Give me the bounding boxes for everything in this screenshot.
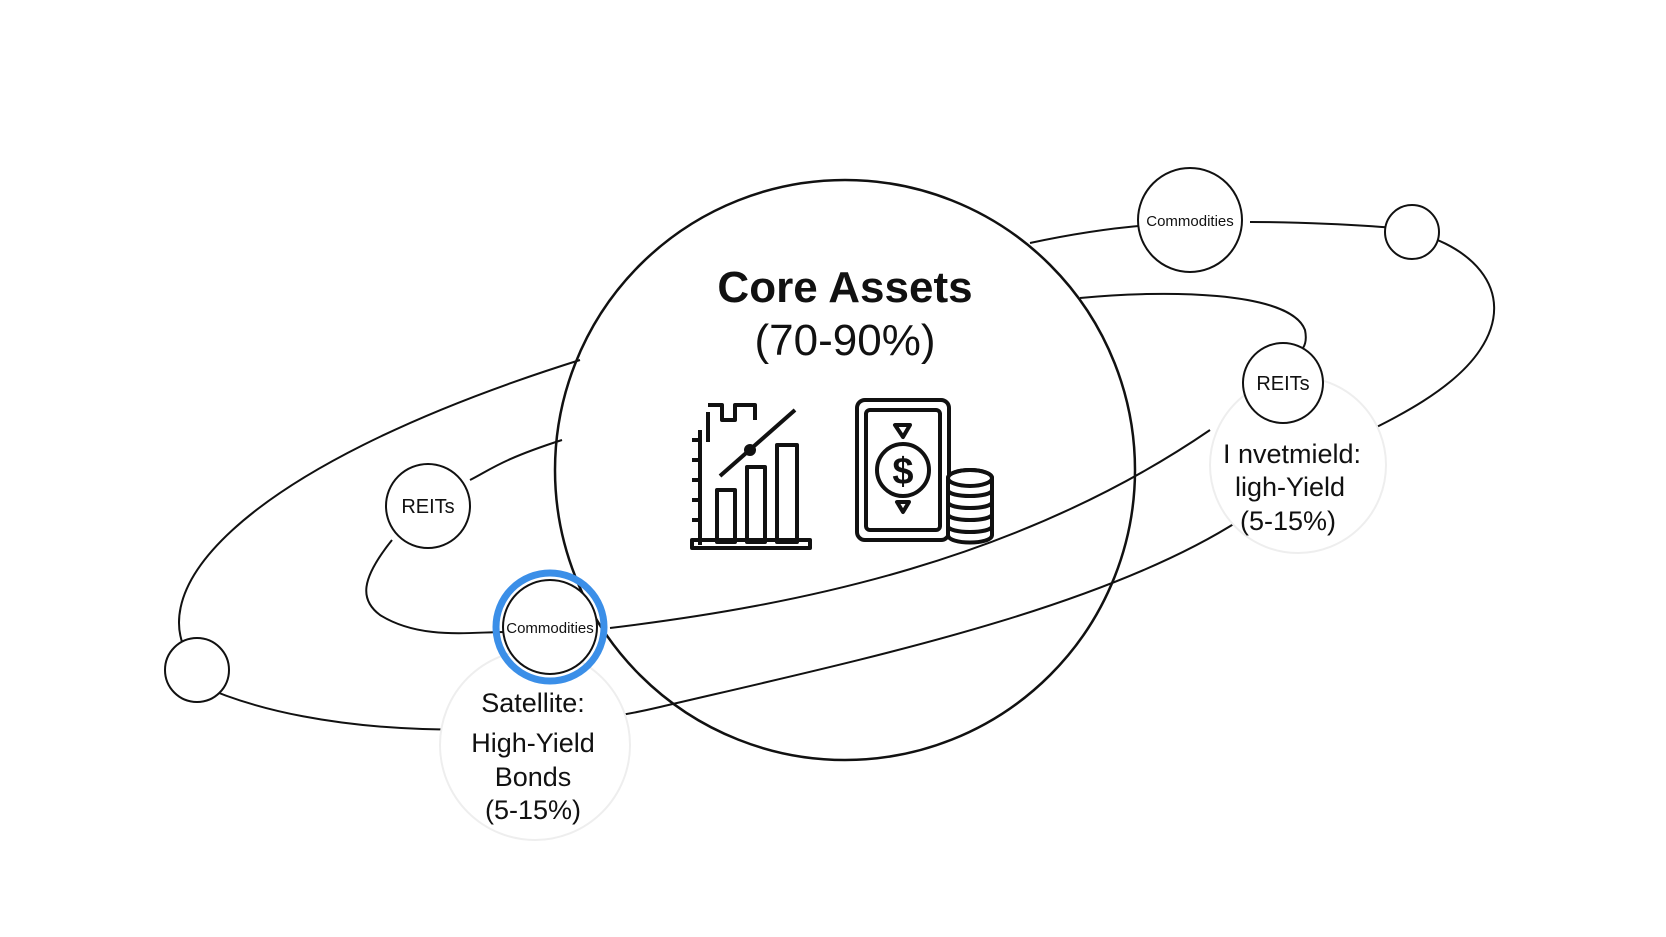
svg-text:$: $: [892, 451, 913, 493]
satellite-left-line3: Bonds: [495, 762, 572, 792]
orbit-inner-right: [1079, 292, 1307, 349]
coin-stack: [946, 468, 994, 545]
orbit-node-top-right[interactable]: [1384, 204, 1440, 260]
reits-right-label: REITs: [1256, 373, 1309, 395]
orbit-middle: [609, 429, 1211, 629]
money-coins-icon: $: [855, 398, 994, 545]
commodities-node-top[interactable]: [1137, 167, 1243, 273]
core-percent: (70-90%): [755, 316, 936, 365]
reits-left-label: REITs: [401, 496, 454, 518]
satellite-left-line2: High-Yield: [471, 728, 595, 758]
orbit-left-loop: [365, 439, 563, 635]
satellite-right-line3: (5-15%): [1240, 506, 1336, 536]
satellite-right-line2: ligh-Yield: [1235, 472, 1345, 502]
bar-chart-icon: [690, 403, 812, 550]
orbit-outer: [178, 359, 581, 671]
core-title: Core Assets: [717, 263, 972, 312]
commodities-node-bottom[interactable]: [502, 579, 598, 675]
satellite-right-line1: I nvetmield:: [1223, 439, 1361, 469]
satellite-left-line1: Satellite:: [481, 688, 585, 718]
commodities-node-highlight-ring: [492, 569, 608, 685]
orbit-outer-right: [1029, 224, 1151, 244]
orbit-top-right: [1249, 221, 1496, 446]
commodities-bottom-label: Commodities: [506, 620, 594, 637]
commodities-top-label: Commodities: [1146, 213, 1234, 230]
satellite-left-line4: (5-15%): [485, 795, 581, 825]
orbit-front: [199, 519, 1241, 731]
core-circle: [553, 178, 1137, 762]
reits-node-left[interactable]: [385, 463, 471, 549]
reits-node-right[interactable]: [1242, 342, 1324, 424]
orbit-node-left[interactable]: [164, 637, 230, 703]
